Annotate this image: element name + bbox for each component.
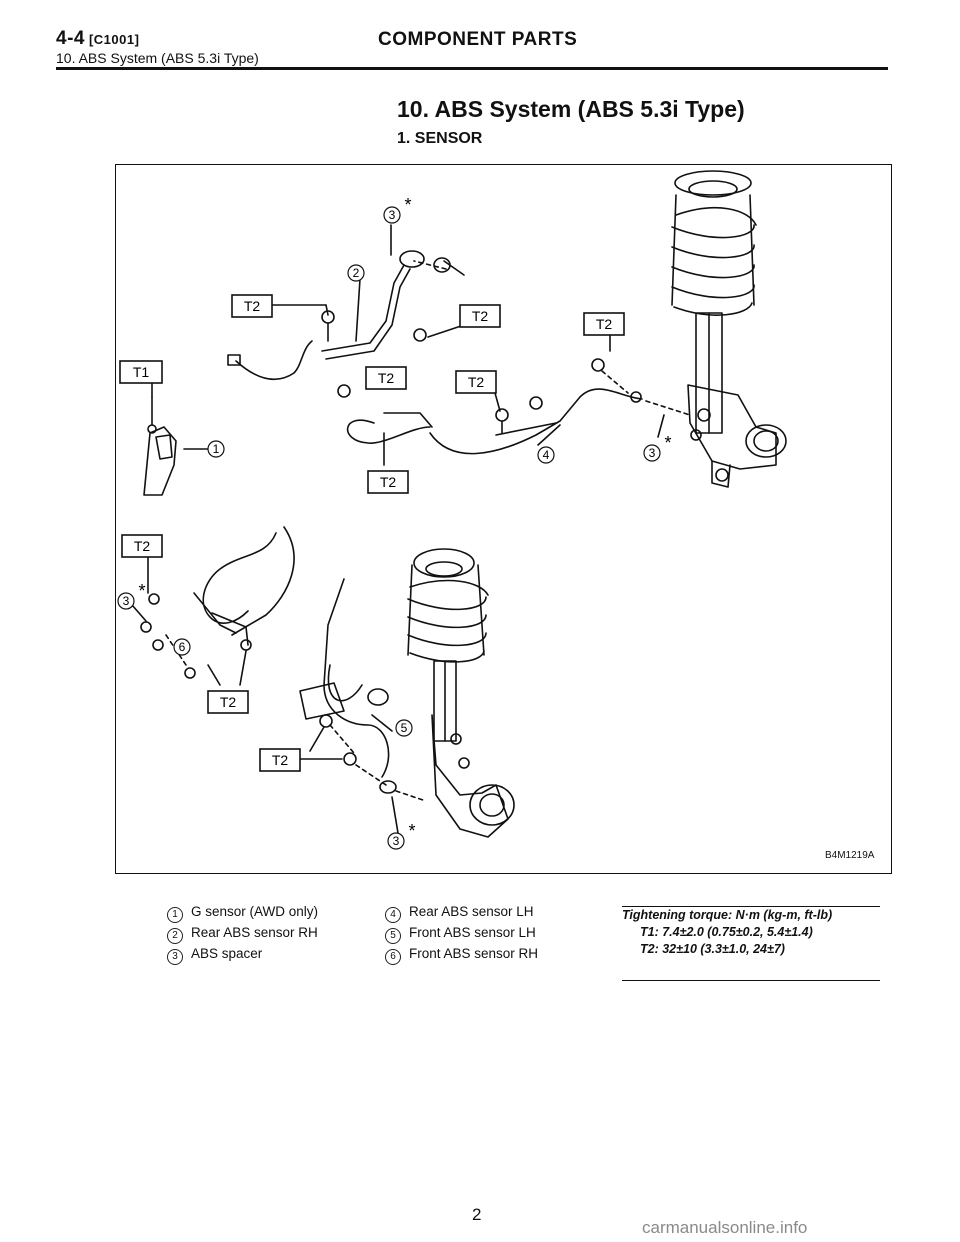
tightening-torque-note: Tightening torque: N·m (kg-m, ft-lb) T1:… <box>622 906 880 981</box>
bolts <box>140 310 642 766</box>
callout-3: 3 * <box>387 821 416 850</box>
torque-rule-top <box>622 906 880 907</box>
section-number-text: 4-4 <box>56 28 85 49</box>
legend-number: 2 <box>167 928 183 944</box>
callout-3: 3 * <box>643 433 672 462</box>
legend-number: 3 <box>167 949 183 965</box>
section-code: [C1001] <box>88 32 140 47</box>
legend-number: 4 <box>385 907 401 923</box>
svg-text:T2: T2 <box>244 298 261 314</box>
svg-text:T2: T2 <box>378 370 395 386</box>
legend-number: 6 <box>385 949 401 965</box>
svg-text:3: 3 <box>389 208 396 222</box>
svg-text:T2: T2 <box>596 316 613 332</box>
legend-label: Front ABS sensor RH <box>409 946 539 961</box>
svg-text:T1: T1 <box>133 364 150 380</box>
torque-tag-t2: T2 <box>207 690 249 714</box>
section-title: 10. ABS System (ABS 5.3i Type) <box>397 96 745 122</box>
header-rule <box>56 67 888 70</box>
legend-number: 5 <box>385 928 401 944</box>
legend-item: 3 ABS spacer <box>167 944 318 965</box>
callout-3: 3 * <box>383 195 412 224</box>
legend-column-1: 1 G sensor (AWD only) 2 Rear ABS sensor RH… <box>167 902 318 965</box>
svg-text:T2: T2 <box>380 474 397 490</box>
svg-text:T2: T2 <box>472 308 489 324</box>
torque-t2-value: T2: 32±10 (3.3±1.0, 24±7) <box>640 942 785 956</box>
svg-text:6: 6 <box>179 640 186 654</box>
header-title: COMPONENT PARTS <box>378 29 578 50</box>
legend-label: ABS spacer <box>191 946 263 961</box>
legend-label: Rear ABS sensor RH <box>191 925 318 940</box>
dashed-guides <box>165 260 691 802</box>
front-sensor-harness <box>193 526 397 794</box>
header-subtitle: 10. ABS System (ABS 5.3i Type) <box>56 50 259 66</box>
leader-lines <box>131 224 665 834</box>
front-strut-drawing <box>407 548 515 838</box>
svg-text:3: 3 <box>123 594 130 608</box>
asterisk-mark: * <box>138 581 145 601</box>
page-number: 2 <box>472 1205 482 1224</box>
torque-tag-t2: T2 <box>259 748 301 772</box>
callout-3: 3 * <box>117 581 146 610</box>
torque-tag-t2: T2 <box>583 312 625 336</box>
asterisk-mark: * <box>664 433 671 453</box>
legend-column-2: 4 Rear ABS sensor LH 5 Front ABS sensor LH… <box>385 902 538 965</box>
callout-6: 6 <box>173 638 191 656</box>
callout-2: 2 <box>347 264 365 282</box>
torque-tag-t1: T1 <box>119 360 163 384</box>
legend-label: G sensor (AWD only) <box>191 904 319 919</box>
svg-text:T2: T2 <box>272 752 289 768</box>
legend-label: Rear ABS sensor LH <box>409 904 534 919</box>
torque-tag-t2: T2 <box>459 304 501 328</box>
torque-rule-bottom <box>622 980 880 981</box>
svg-text:3: 3 <box>649 446 656 460</box>
svg-text:1: 1 <box>213 442 220 456</box>
callout-4: 4 <box>537 446 555 464</box>
torque-tag-t2: T2 <box>365 366 407 390</box>
sub-title: 1. SENSOR <box>397 130 483 147</box>
callouts: 1 2 3 * 4 3 * 3 * <box>117 195 672 850</box>
legend-item: 1 G sensor (AWD only) <box>167 902 318 923</box>
svg-text:4: 4 <box>543 448 550 462</box>
callout-1: 1 <box>207 440 225 458</box>
rear-strut-drawing <box>671 170 787 488</box>
component-diagram: T1 T2 T2 T2 T2 T2 <box>115 164 892 874</box>
svg-text:T2: T2 <box>468 374 485 390</box>
svg-text:2: 2 <box>353 266 360 280</box>
torque-tag-t2: T2 <box>367 470 409 494</box>
legend-item: 2 Rear ABS sensor RH <box>167 923 318 944</box>
svg-text:T2: T2 <box>134 538 151 554</box>
legend-number: 1 <box>167 907 183 923</box>
figure-code: B4M1219A <box>825 850 875 861</box>
legend-item: 4 Rear ABS sensor LH <box>385 902 538 923</box>
legend-label: Front ABS sensor LH <box>409 925 536 940</box>
diagram-drawing: T1 T2 T2 T2 T2 T2 <box>117 170 787 850</box>
torque-t1-value: T1: 7.4±2.0 (0.75±0.2, 5.4±1.4) <box>640 925 813 939</box>
rear-sensor-harness <box>227 250 643 455</box>
svg-text:5: 5 <box>401 721 408 735</box>
section-number: 4-4[C1001] <box>56 28 139 50</box>
legend-item: 6 Front ABS sensor RH <box>385 944 538 965</box>
watermark: carmanualsonline.info <box>642 1218 808 1237</box>
torque-tags: T1 T2 T2 T2 T2 T2 <box>119 294 625 772</box>
asterisk-mark: * <box>408 821 415 841</box>
torque-tag-t2: T2 <box>231 294 273 318</box>
torque-heading: Tightening torque: N·m (kg-m, ft-lb) <box>622 908 833 922</box>
torque-tag-t2: T2 <box>455 370 497 394</box>
asterisk-mark: * <box>404 195 411 215</box>
torque-tag-t2: T2 <box>121 534 163 558</box>
svg-text:T2: T2 <box>220 694 237 710</box>
callout-5: 5 <box>395 719 413 737</box>
svg-text:3: 3 <box>393 834 400 848</box>
legend-item: 5 Front ABS sensor LH <box>385 923 538 944</box>
g-sensor-drawing <box>143 396 177 496</box>
